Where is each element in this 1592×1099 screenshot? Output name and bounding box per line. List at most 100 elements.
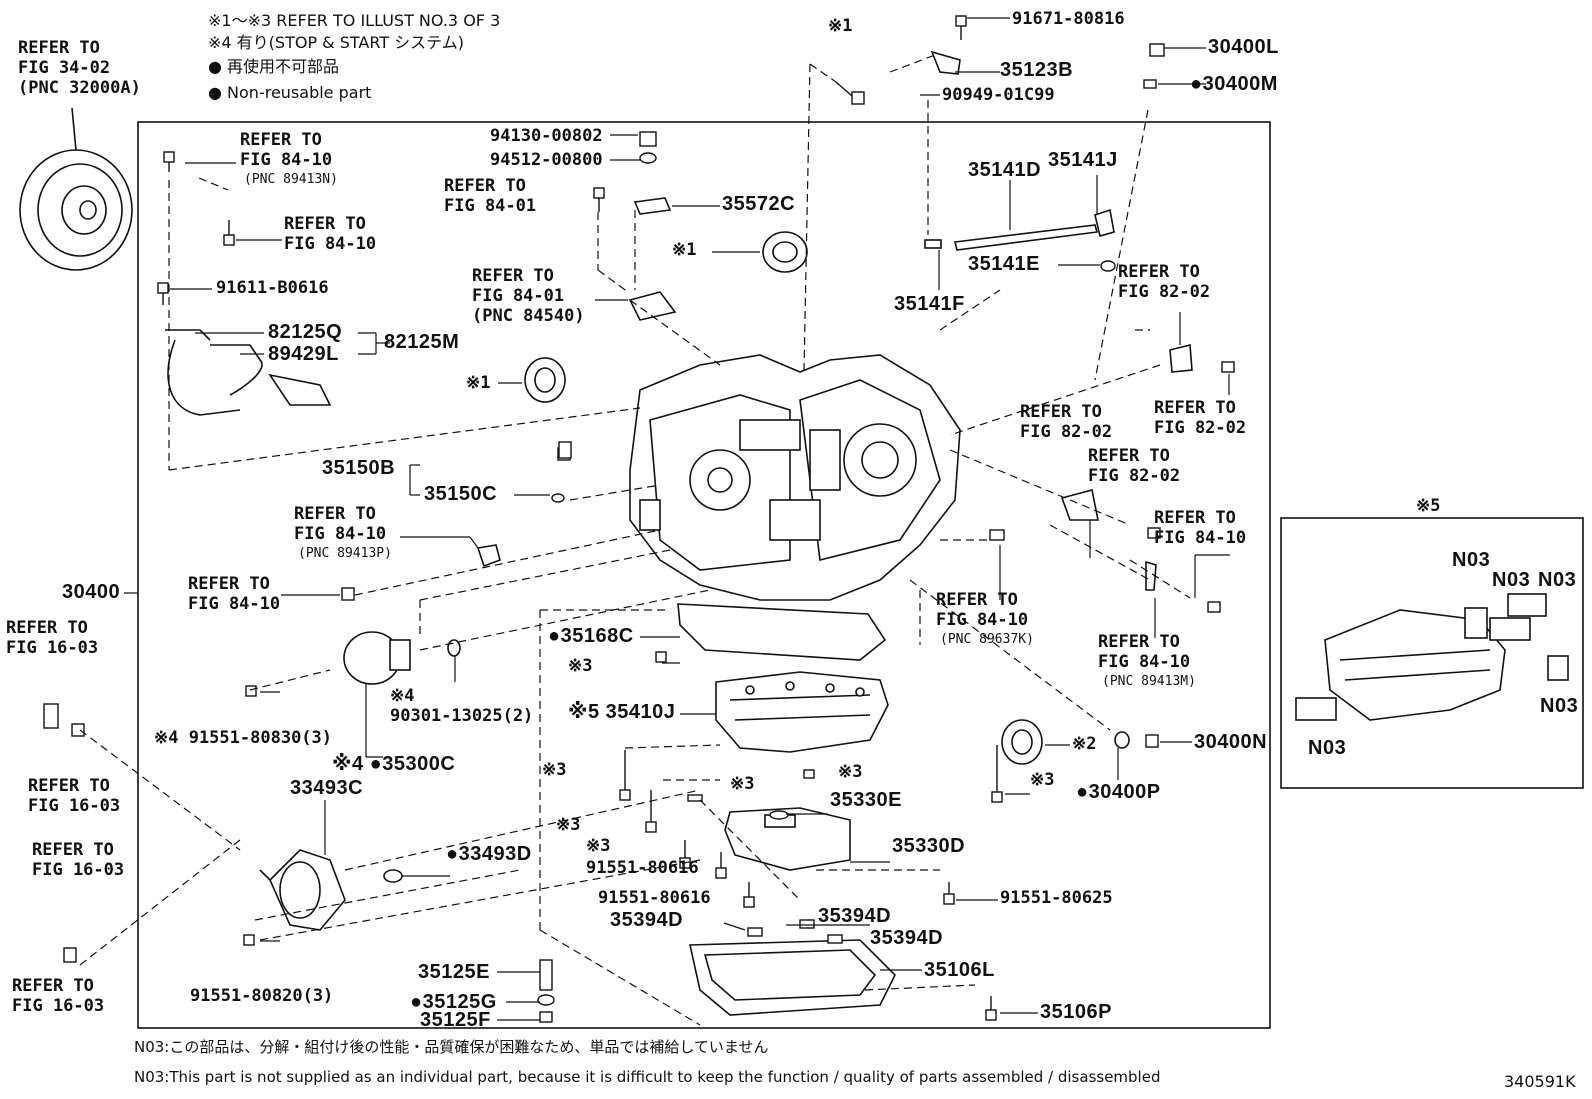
illustration-id: 340591K bbox=[1504, 1072, 1576, 1091]
torque-converter bbox=[19, 107, 133, 271]
part-94512-00800[interactable]: 94512-00800 bbox=[490, 150, 603, 170]
mark-x4-a: ※4 bbox=[390, 686, 415, 706]
inset-frame bbox=[1280, 517, 1584, 789]
part-82125q[interactable]: 82125Q bbox=[268, 321, 343, 343]
ref-fig84-10-89413m[interactable]: REFER TO FIG 84-10 (PNC 89413M) bbox=[1098, 632, 1196, 689]
ref-fig84-01-a[interactable]: REFER TO FIG 84-01 bbox=[444, 176, 537, 216]
part-35106l[interactable]: 35106L bbox=[924, 959, 995, 981]
ref-fig16-03-a[interactable]: REFER TO FIG 16-03 bbox=[6, 618, 99, 658]
note-line-2: ※4 有り(STOP & START システム) bbox=[208, 33, 464, 52]
ref-fig84-10-e[interactable]: REFER TO FIG 84-10 bbox=[1154, 508, 1247, 548]
ref-fig84-10-89413p[interactable]: REFER TO FIG 84-10 (PNC 89413P) bbox=[294, 504, 392, 561]
footer-note-jp: N03:この部品は、分解・組付け後の性能・品質確保が困難なため、単品では補給して… bbox=[134, 1038, 769, 1056]
part-35150c[interactable]: 35150C bbox=[424, 483, 498, 505]
ref-fig16-03-b[interactable]: REFER TO FIG 16-03 bbox=[28, 776, 121, 816]
mark-x1-b: ※1 bbox=[466, 373, 491, 393]
oil-cooler bbox=[259, 849, 346, 931]
n03-label-a[interactable]: N03 bbox=[1452, 549, 1491, 571]
part-35168c[interactable]: ●35168C bbox=[548, 625, 634, 647]
transaxle-case bbox=[629, 354, 961, 601]
part-35141f[interactable]: 35141F bbox=[894, 293, 965, 315]
oil-pan bbox=[689, 939, 896, 1016]
part-33493d[interactable]: ●33493D bbox=[446, 843, 532, 865]
note-line-4: ● Non-reusable part bbox=[208, 83, 372, 102]
part-35330d[interactable]: 35330D bbox=[892, 835, 966, 857]
mark-x3-g: ※3 bbox=[1030, 770, 1055, 790]
part-30400[interactable]: 30400 bbox=[62, 581, 121, 603]
oil-pump bbox=[343, 631, 461, 685]
part-89429l[interactable]: 89429L bbox=[268, 343, 339, 365]
note-line-3: ● 再使用不可部品 bbox=[208, 57, 340, 76]
part-90949-01c99[interactable]: 90949-01C99 bbox=[942, 85, 1055, 105]
part-35572c[interactable]: 35572C bbox=[722, 193, 796, 215]
part-35141d[interactable]: 35141D bbox=[968, 159, 1042, 181]
note-line-1: ※1～※3 REFER TO ILLUST NO.3 OF 3 bbox=[208, 11, 501, 30]
part-30400m[interactable]: ●30400M bbox=[1190, 73, 1278, 95]
ref-fig82-02-c[interactable]: REFER TO FIG 82-02 bbox=[1020, 402, 1113, 442]
part-35106p[interactable]: 35106P bbox=[1040, 1001, 1112, 1023]
mark-x3-c: ※3 bbox=[730, 774, 755, 794]
main-frame bbox=[137, 121, 1271, 1029]
mark-x3-b: ※3 bbox=[542, 760, 567, 780]
ref-fig16-03-d[interactable]: REFER TO FIG 16-03 bbox=[12, 976, 105, 1016]
n03-label-e[interactable]: N03 bbox=[1308, 737, 1347, 759]
part-91671-80816[interactable]: 91671-80816 bbox=[1012, 9, 1125, 29]
brackets bbox=[476, 50, 1193, 591]
part-35123b[interactable]: 35123B bbox=[1000, 59, 1074, 81]
part-35394d-a[interactable]: 35394D bbox=[610, 909, 684, 931]
mark-x3-a: ※3 bbox=[568, 656, 593, 676]
mark-x3-f: ※3 bbox=[586, 836, 611, 856]
part-35300c[interactable]: ※4 ●35300C bbox=[332, 753, 456, 775]
mark-x3-e: ※3 bbox=[556, 815, 581, 835]
part-94130-00802[interactable]: 94130-00802 bbox=[490, 126, 603, 146]
part-30400n[interactable]: 30400N bbox=[1194, 731, 1268, 753]
part-30400p[interactable]: ●30400P bbox=[1076, 781, 1161, 803]
part-91551-80830[interactable]: ※4 91551-80830(3) bbox=[154, 728, 333, 748]
part-33493c[interactable]: 33493C bbox=[290, 777, 364, 799]
mark-x3-d: ※3 bbox=[838, 762, 863, 782]
ref-fig16-03-c[interactable]: REFER TO FIG 16-03 bbox=[32, 840, 125, 880]
inset-mark-x5: ※5 bbox=[1416, 496, 1441, 516]
ref-fig84-10-89637k[interactable]: REFER TO FIG 84-10 (PNC 89637K) bbox=[936, 590, 1034, 647]
n03-label-d[interactable]: N03 bbox=[1540, 695, 1579, 717]
part-35150b[interactable]: 35150B bbox=[322, 457, 396, 479]
ref-fig34-02[interactable]: REFER TO FIG 34-02 (PNC 32000A) bbox=[18, 38, 141, 98]
ref-fig84-10-89413n[interactable]: REFER TO FIG 84-10 (PNC 89413N) bbox=[240, 130, 338, 187]
valve-body bbox=[715, 671, 889, 753]
part-35410j[interactable]: ※5 35410J bbox=[568, 701, 676, 723]
part-35330e[interactable]: 35330E bbox=[830, 789, 902, 811]
part-91551-80616-a[interactable]: 91551-80616 bbox=[586, 858, 699, 878]
bolts bbox=[43, 15, 1235, 1023]
part-91611-b0616[interactable]: 91611-B0616 bbox=[216, 278, 329, 298]
ref-fig82-02-d[interactable]: REFER TO FIG 82-02 bbox=[1088, 446, 1181, 486]
part-90301-13025[interactable]: 90301-13025(2) bbox=[390, 706, 534, 726]
inset-valve-body bbox=[1295, 593, 1569, 721]
part-35394d-c[interactable]: 35394D bbox=[870, 927, 944, 949]
part-91551-80820[interactable]: 91551-80820(3) bbox=[190, 986, 334, 1006]
part-35125e[interactable]: 35125E bbox=[418, 961, 490, 983]
part-35125g[interactable]: ●35125G bbox=[410, 991, 497, 1013]
leader-lines bbox=[124, 17, 1230, 1021]
mark-x2: ※2 bbox=[1072, 734, 1097, 754]
part-35141e[interactable]: 35141E bbox=[968, 253, 1040, 275]
n03-label-c[interactable]: N03 bbox=[1538, 569, 1577, 591]
ref-fig84-10-b[interactable]: REFER TO FIG 84-10 bbox=[284, 214, 377, 254]
mark-x1-a: ※1 bbox=[672, 240, 697, 260]
ref-fig82-02-a[interactable]: REFER TO FIG 82-02 bbox=[1118, 262, 1211, 302]
part-82125m[interactable]: 82125M bbox=[384, 331, 460, 353]
ref-fig84-10-d[interactable]: REFER TO FIG 84-10 bbox=[188, 574, 281, 614]
ref-fig82-02-b[interactable]: REFER TO FIG 82-02 bbox=[1154, 398, 1247, 438]
n03-label-b[interactable]: N03 bbox=[1492, 569, 1531, 591]
part-35394d-b[interactable]: 35394D bbox=[818, 905, 892, 927]
footer-note-en: N03:This part is not supplied as an indi… bbox=[134, 1068, 1161, 1086]
seals bbox=[383, 231, 1130, 883]
part-30400l[interactable]: 30400L bbox=[1208, 36, 1279, 58]
wire-harness bbox=[165, 329, 332, 416]
part-35141j[interactable]: 35141J bbox=[1048, 149, 1118, 171]
ref-fig84-01-84540[interactable]: REFER TO FIG 84-01 (PNC 84540) bbox=[472, 266, 585, 326]
part-91551-80625[interactable]: 91551-80625 bbox=[1000, 888, 1113, 908]
part-35125f[interactable]: 35125F bbox=[420, 1009, 491, 1031]
part-91551-80616-b[interactable]: 91551-80616 bbox=[598, 888, 711, 908]
mark-x1-c: ※1 bbox=[828, 16, 853, 36]
